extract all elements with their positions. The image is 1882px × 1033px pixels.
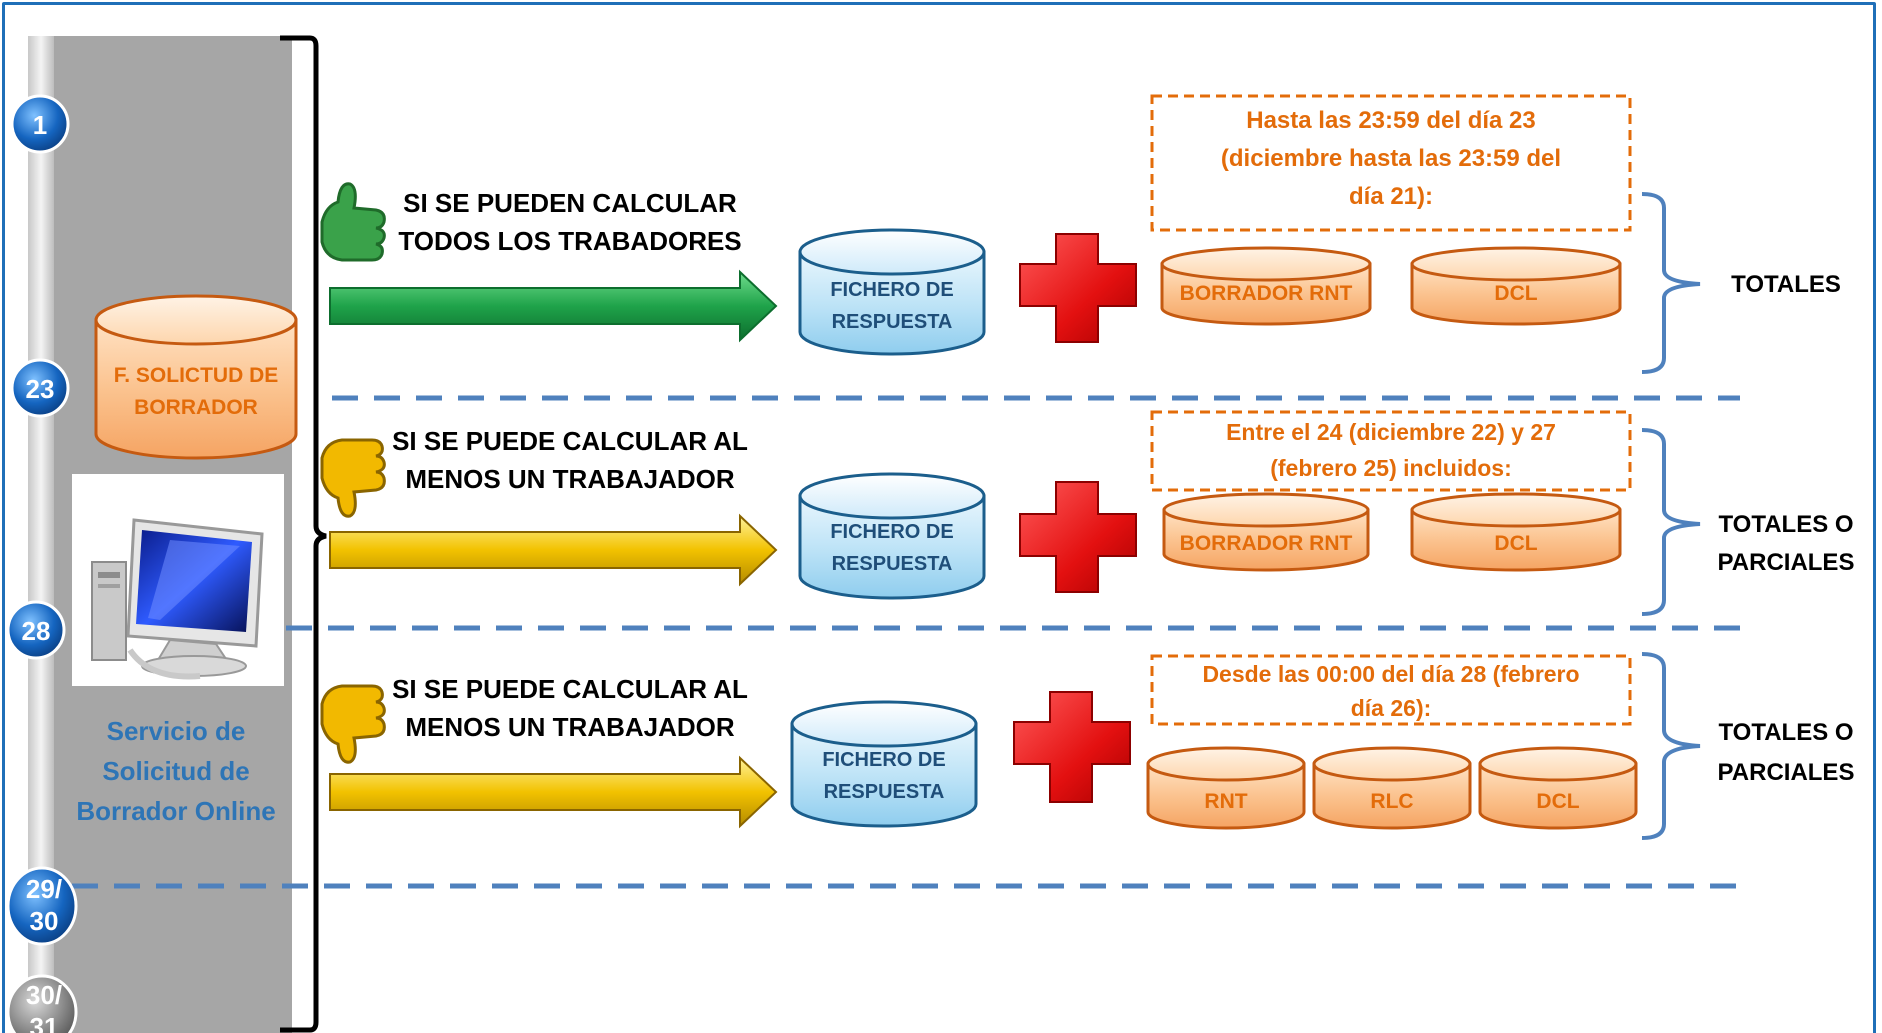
output-cylinder-dcl: DCL <box>1410 246 1622 326</box>
service-title-line2: Solicitud de <box>102 756 249 786</box>
note-line1: Hasta las 23:59 del día 23 <box>1246 107 1536 134</box>
response-file-cylinder: FICHERO DE RESPUESTA <box>798 228 986 356</box>
green-arrow <box>329 269 778 343</box>
thumbs-up-icon <box>320 182 386 262</box>
output-label: DCL <box>1536 790 1579 813</box>
result-line2: PARCIALES <box>1718 549 1855 576</box>
right-brace <box>1641 428 1701 616</box>
day-label-line2: 31 <box>30 1012 59 1033</box>
thumbs-down-icon <box>320 438 386 518</box>
day-markers: 1 23 28 29/ 30 30/ 31 <box>6 94 78 1033</box>
output-cylinder-rlc: RLC <box>1312 746 1472 830</box>
condition-line1: SI SE PUEDE CALCULAR AL <box>392 674 748 704</box>
condition-line2: MENOS UN TRABAJADOR <box>405 464 735 494</box>
thumbs-down-icon <box>320 684 386 764</box>
output-label: BORRADOR RNT <box>1180 282 1353 305</box>
row-3: SI SE PUEDE CALCULAR AL MENOS UN TRABAJA… <box>320 652 1855 840</box>
output-cylinder-borrador-rnt: BORRADOR RNT <box>1162 492 1370 572</box>
note-line1: Entre el 24 (diciembre 22) y 27 <box>1226 419 1556 445</box>
day-marker-30-31: 30/ 31 <box>6 974 78 1033</box>
note-box <box>1150 410 1632 492</box>
day-marker-1: 1 <box>10 94 70 154</box>
row-1: SI SE PUEDEN CALCULAR TODOS LOS TRABADOR… <box>320 94 1841 374</box>
computer-icon <box>72 474 284 686</box>
output-label: DCL <box>1494 532 1537 555</box>
output-label: BORRADOR RNT <box>1180 532 1353 555</box>
right-brace <box>1641 192 1701 374</box>
response-line1: FICHERO DE <box>830 279 953 301</box>
day-label: 1 <box>33 110 47 140</box>
note-line2: día 26): <box>1351 695 1432 721</box>
condition-line1: SI SE PUEDE CALCULAR AL <box>392 426 748 456</box>
day-marker-23: 23 <box>10 358 70 418</box>
plus-icon <box>1013 691 1131 803</box>
output-label: RNT <box>1204 790 1247 813</box>
condition-line1: SI SE PUEDEN CALCULAR <box>403 188 737 218</box>
day-label-line1: 30/ <box>26 980 62 1010</box>
result-line1: TOTALES O <box>1718 511 1853 538</box>
note-line3: día 21): <box>1349 183 1433 210</box>
note-line2: (febrero 25) incluidos: <box>1270 455 1512 481</box>
response-line2: RESPUESTA <box>832 311 953 333</box>
note-box <box>1150 654 1632 726</box>
result-line2: PARCIALES <box>1718 759 1855 786</box>
output-label: DCL <box>1494 282 1537 305</box>
condition-line2: MENOS UN TRABAJADOR <box>405 712 735 742</box>
plus-icon <box>1019 233 1137 343</box>
day-label-line1: 29/ <box>26 874 62 904</box>
response-line1: FICHERO DE <box>822 749 945 771</box>
solicitud-db-cylinder: F. SOLICTUD DE BORRADOR <box>94 294 298 460</box>
db-label-line2: BORRADOR <box>134 396 258 419</box>
output-cylinder-borrador-rnt: BORRADOR RNT <box>1160 246 1372 326</box>
yellow-arrow <box>329 513 778 587</box>
row-2: SI SE PUEDE CALCULAR AL MENOS UN TRABAJA… <box>320 410 1855 616</box>
right-brace <box>1641 652 1701 840</box>
note-line1: Desde las 00:00 del día 28 (febrero <box>1202 661 1579 687</box>
response-line1: FICHERO DE <box>830 521 953 543</box>
day-label: 23 <box>26 374 55 404</box>
day-marker-28: 28 <box>6 600 66 660</box>
response-line2: RESPUESTA <box>824 781 945 803</box>
output-label: RLC <box>1370 790 1413 813</box>
result-line1: TOTALES <box>1731 271 1841 298</box>
service-title-line1: Servicio de <box>107 716 246 746</box>
day-marker-29-30: 29/ 30 <box>6 866 78 946</box>
day-label: 28 <box>22 616 51 646</box>
left-bracket <box>280 35 327 1033</box>
condition-line2: TODOS LOS TRABADORES <box>398 226 741 256</box>
output-cylinder-dcl: DCL <box>1478 746 1638 830</box>
output-cylinder-dcl: DCL <box>1410 492 1622 572</box>
response-line2: RESPUESTA <box>832 553 953 575</box>
note-box <box>1150 94 1632 232</box>
separator-lines <box>72 395 1740 889</box>
response-file-cylinder: FICHERO DE RESPUESTA <box>790 700 978 828</box>
note-line2: (diciembre hasta las 23:59 del <box>1221 145 1561 172</box>
day-label-line2: 30 <box>30 906 59 936</box>
service-title-line3: Borrador Online <box>76 796 275 826</box>
yellow-arrow <box>329 755 778 829</box>
output-cylinder-rnt: RNT <box>1146 746 1306 830</box>
result-line1: TOTALES O <box>1718 719 1853 746</box>
db-label-line1: F. SOLICTUD DE <box>114 364 279 387</box>
response-file-cylinder: FICHERO DE RESPUESTA <box>798 472 986 600</box>
plus-icon <box>1019 481 1137 593</box>
